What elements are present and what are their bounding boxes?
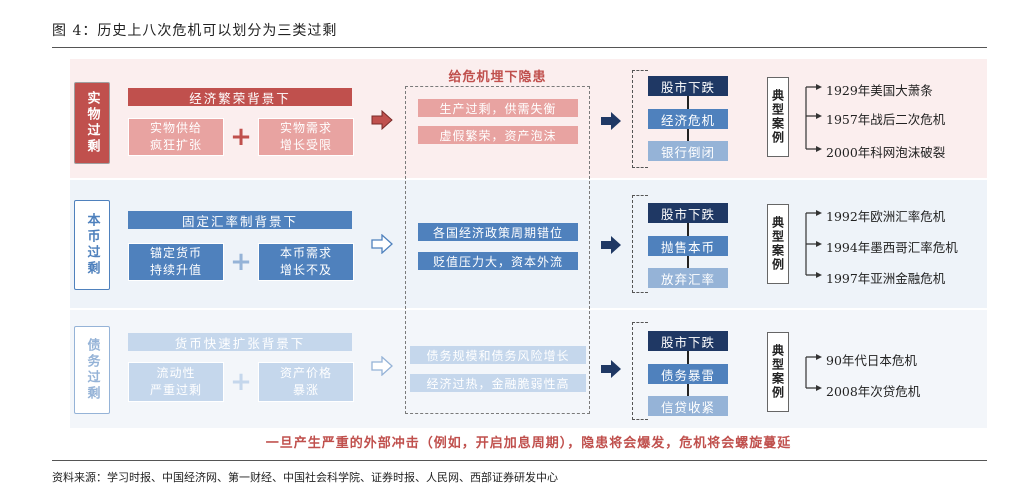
row-2-background: 固定汇率制背景下 (128, 211, 352, 229)
row-3-label-box: 债务过剩 (74, 326, 110, 414)
row-3-background: 货币快速扩张背景下 (128, 333, 352, 351)
row-1-cause-1: 实物供给 疯狂扩张 (128, 118, 224, 156)
row-1-case-label-box: 典型案例 (767, 77, 789, 157)
arrow-right-icon (601, 112, 621, 130)
row-3-step-2: 债务暴雷 (648, 364, 728, 384)
row-1-case-label: 典型案例 (770, 89, 785, 145)
row-2-step-1: 股市下跌 (648, 203, 728, 223)
hazard-header: 给危机埋下隐患 (448, 70, 547, 85)
hazard-container (405, 86, 590, 414)
row-1-case-2: 1957年战后二次危机 (826, 112, 946, 127)
row-3-case-label-box: 典型案例 (767, 332, 789, 412)
arrow-right-icon (601, 236, 621, 254)
row-1-case-3: 2000年科网泡沫破裂 (826, 145, 946, 160)
row-1-label: 实物过剩 (84, 91, 100, 155)
row-3-cause-2: 资产价格 暴涨 (258, 362, 354, 402)
row-1-background: 经济繁荣背景下 (128, 88, 352, 106)
top-rule (52, 47, 987, 48)
row-1-hazard-2: 虚假繁荣，资产泡沫 (418, 126, 578, 144)
row-1-cause-2: 实物需求 增长受限 (258, 118, 354, 156)
row-2-case-1: 1992年欧洲汇率危机 (826, 209, 946, 224)
plus-icon: + (230, 122, 252, 152)
arrow-right-icon (371, 110, 393, 130)
arrow-right-icon (601, 360, 621, 378)
row-3-step-1: 股市下跌 (648, 331, 728, 351)
row-2-label-box: 本币过剩 (74, 200, 110, 290)
row-2-hazard-1: 各国经济政策周期错位 (418, 223, 578, 241)
row-1-step-1: 股市下跌 (648, 76, 728, 96)
row-3-hazard-1: 债务规模和债务风险增长 (410, 346, 586, 364)
row-2-case-2: 1994年墨西哥汇率危机 (826, 240, 958, 255)
row-2-step-2: 抛售本币 (648, 236, 728, 256)
row-1-steps-bracket (632, 70, 648, 168)
row-2-cause-2: 本币需求 增长不及 (258, 243, 354, 281)
row-1-case-connector (805, 84, 822, 152)
row-1-step-3: 银行倒闭 (648, 141, 728, 161)
row-2-hazard-2: 贬值压力大，资本外流 (418, 252, 578, 270)
row-2-case-label-box: 典型案例 (767, 204, 789, 284)
arrow-right-icon (371, 356, 393, 376)
row-3-case-1: 90年代日本危机 (826, 353, 917, 368)
row-3-case-connector (805, 354, 822, 391)
row-1-hazard-1: 生产过剩，供需失衡 (418, 99, 578, 117)
row-3-step-3: 信贷收紧 (648, 396, 728, 416)
row-2-case-connector (805, 210, 822, 278)
plus-icon: + (230, 367, 252, 397)
row-1-case-1: 1929年美国大萧条 (826, 83, 933, 98)
row-2-case-label: 典型案例 (770, 216, 785, 272)
row-2-cause-1: 锚定货币 持续升值 (128, 243, 224, 281)
row-2-steps-bracket (632, 195, 648, 293)
arrow-right-icon (371, 234, 393, 254)
bottom-rule (52, 460, 987, 461)
row-1-label-box: 实物过剩 (74, 82, 110, 164)
plus-icon: + (230, 247, 252, 277)
row-3-label: 债务过剩 (84, 338, 100, 402)
row-3-case-2: 2008年次贷危机 (826, 384, 921, 399)
row-3-steps-bracket (632, 322, 648, 420)
row-1-step-2: 经济危机 (648, 109, 728, 129)
row-2-label: 本币过剩 (84, 213, 100, 277)
footer-note: 一旦产生严重的外部冲击（例如，开启加息周期），隐患将会爆发，危机将会螺旋蔓延 (265, 436, 792, 451)
row-3-hazard-2: 经济过热，金融脆弱性高 (410, 374, 586, 392)
row-3-case-label: 典型案例 (770, 344, 785, 400)
row-3-cause-1: 流动性 严重过剩 (128, 362, 224, 402)
row-2-case-3: 1997年亚洲金融危机 (826, 271, 946, 286)
figure-title: 图 4：历史上八次危机可以划分为三类过剩 (52, 23, 338, 39)
row-2-step-3: 放弃汇率 (648, 268, 728, 288)
source-note: 资料来源：学习时报、中国经济网、第一财经、中国社会科学院、证券时报、人民网、西部… (52, 471, 558, 484)
